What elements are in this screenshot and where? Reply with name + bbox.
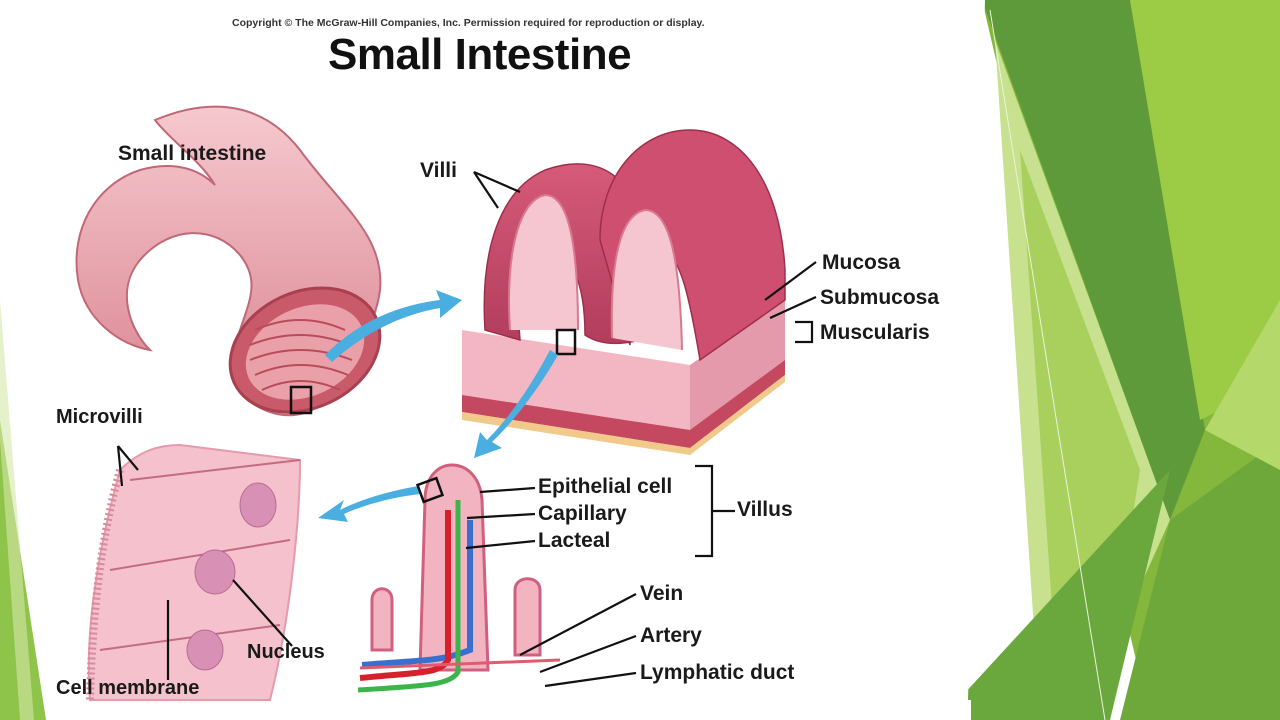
small-intestine-drawing bbox=[75, 105, 382, 417]
right-facet-2 bbox=[982, 0, 1205, 520]
cell-nucleus-3 bbox=[186, 629, 224, 671]
label-microvilli: Microvilli bbox=[56, 406, 143, 428]
panel-bottom-strip bbox=[46, 700, 971, 720]
block-serosa bbox=[462, 375, 785, 455]
label-villi: Villi bbox=[420, 159, 457, 182]
magnification-arrows bbox=[318, 290, 558, 522]
label-lacteal: Lacteal bbox=[538, 529, 611, 552]
page-title: Small Intestine bbox=[328, 30, 632, 79]
vein-vessel bbox=[361, 520, 473, 668]
label-nucleus: Nucleus bbox=[247, 641, 325, 663]
villus-cross-section bbox=[357, 463, 561, 693]
right-facet-3 bbox=[1130, 0, 1280, 420]
arrow-villi-to-villus bbox=[474, 350, 558, 458]
lacteal-vessel bbox=[357, 500, 461, 693]
label-cell-membrane: Cell membrane bbox=[56, 677, 200, 699]
villus-detail-box bbox=[415, 476, 445, 504]
cell-nucleus-2 bbox=[194, 549, 236, 595]
villus-body bbox=[418, 463, 490, 672]
arrow-intestine-to-villi bbox=[325, 290, 462, 362]
villus-small-left bbox=[370, 587, 394, 652]
label-mucosa: Mucosa bbox=[822, 251, 901, 274]
cell-nucleus-1 bbox=[239, 482, 277, 528]
microvilli-drawing bbox=[86, 443, 302, 701]
left-pale-sliver bbox=[0, 300, 34, 720]
villus-inner-right bbox=[610, 208, 683, 351]
right-facet-6 bbox=[1120, 440, 1280, 720]
label-small-intestine: Small intestine bbox=[118, 142, 267, 165]
label-vein: Vein bbox=[640, 582, 684, 605]
arrow-villus-to-microvilli bbox=[318, 486, 420, 522]
copyright-notice: Copyright © The McGraw-Hill Companies, I… bbox=[232, 17, 705, 29]
right-facet-7 bbox=[940, 470, 1170, 720]
label-capillary: Capillary bbox=[538, 502, 627, 525]
label-artery: Artery bbox=[640, 624, 702, 647]
label-epithelial-cell: Epithelial cell bbox=[538, 475, 673, 498]
artery-vessel bbox=[359, 510, 451, 681]
leader-lines bbox=[116, 170, 817, 688]
label-muscularis: Muscularis bbox=[820, 321, 930, 344]
villus-small-right bbox=[513, 577, 542, 657]
villi-block-drawing bbox=[462, 129, 786, 455]
villus-inner-left bbox=[508, 193, 579, 331]
facet-line bbox=[989, 9, 1106, 720]
label-villus: Villus bbox=[737, 498, 793, 521]
intestine-detail-box bbox=[289, 385, 313, 415]
label-submucosa: Submucosa bbox=[820, 286, 940, 309]
block-base-side bbox=[690, 300, 785, 440]
villi-detail-box bbox=[555, 328, 577, 356]
intestine-lumen bbox=[245, 304, 365, 400]
right-facet-8 bbox=[1205, 300, 1280, 470]
label-lymphatic-duct: Lymphatic duct bbox=[640, 661, 795, 684]
block-muscle-band bbox=[462, 360, 785, 448]
cell-boundaries bbox=[99, 459, 301, 651]
tissue-base-line bbox=[359, 658, 561, 670]
lumen-folds bbox=[249, 319, 353, 391]
